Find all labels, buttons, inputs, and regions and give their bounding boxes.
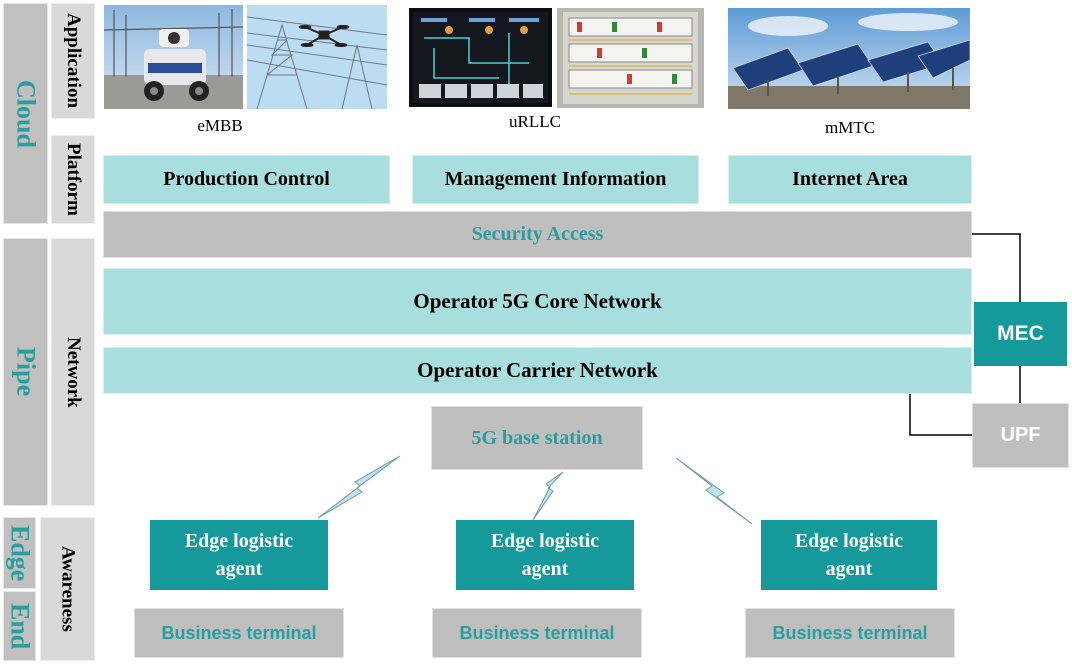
- carrier-to-upf-line: [909, 394, 972, 436]
- base-station-box: 5G base station: [431, 406, 643, 470]
- photo-solar-panels: [728, 8, 970, 109]
- sublayer-awareness-label: Awareness: [57, 546, 79, 632]
- edge-agent-right: Edge logistic agent: [761, 520, 937, 590]
- business-terminal-center-label: Business terminal: [459, 622, 615, 643]
- core-network-label: Operator 5G Core Network: [413, 289, 662, 313]
- mec-label: MEC: [997, 322, 1044, 345]
- internet-area-label: Internet Area: [792, 168, 908, 190]
- layer-end-label: End: [5, 602, 35, 650]
- base-station-label: 5G base station: [471, 426, 603, 449]
- security-to-mec-line: [972, 233, 1021, 302]
- business-terminal-right-label: Business terminal: [772, 622, 928, 643]
- layer-cloud: Cloud: [3, 3, 48, 224]
- carrier-network-label: Operator Carrier Network: [417, 358, 658, 382]
- edge-agent-left-line1: Edge logistic: [184, 530, 294, 552]
- business-terminal-left-label: Business terminal: [161, 622, 317, 643]
- security-access-label: Security Access: [471, 223, 604, 245]
- sublayer-platform-label: Platform: [63, 143, 84, 216]
- lightning-right-icon: [675, 457, 753, 525]
- edge-agent-right-line2: agent: [825, 558, 873, 580]
- edge-agent-right-line1: Edge logistic: [794, 530, 904, 552]
- sublayer-platform: Platform: [51, 135, 95, 224]
- caption-embb: eMBB: [197, 116, 243, 135]
- business-terminal-left: Business terminal: [134, 608, 344, 658]
- upf-label: UPF: [1000, 424, 1041, 446]
- edge-agent-left-line2: agent: [215, 558, 263, 580]
- management-information-box: Management Information: [412, 155, 699, 204]
- edge-agent-center-line1: Edge logistic: [490, 530, 600, 552]
- layer-edge: Edge: [3, 517, 36, 589]
- lightning-left-icon: [317, 455, 401, 519]
- sublayer-awareness: Awareness: [40, 517, 95, 661]
- business-terminal-right: Business terminal: [745, 608, 955, 658]
- edge-agent-left: Edge logistic agent: [150, 520, 328, 590]
- photo-drone-power-line: [247, 5, 387, 109]
- layer-cloud-label: Cloud: [11, 79, 41, 148]
- caption-urllc: uRLLC: [509, 112, 561, 131]
- layer-edge-label: Edge: [5, 524, 35, 582]
- sublayer-network: Network: [51, 238, 95, 506]
- edge-agent-center: Edge logistic agent: [456, 520, 634, 590]
- edge-agent-center-line2: agent: [521, 558, 569, 580]
- production-control-box: Production Control: [103, 155, 390, 204]
- security-access-bar: Security Access: [103, 211, 972, 258]
- caption-mmtc: mMTC: [824, 118, 876, 137]
- sublayer-network-label: Network: [63, 336, 84, 408]
- production-control-label: Production Control: [163, 168, 330, 190]
- photo-inspection-robot: [104, 5, 243, 109]
- carrier-network-bar: Operator Carrier Network: [103, 347, 972, 394]
- sublayer-application: Application: [51, 3, 95, 119]
- layer-pipe: Pipe: [3, 238, 48, 506]
- layer-pipe-label: Pipe: [11, 347, 41, 397]
- lightning-center-icon: [532, 471, 564, 521]
- core-network-bar: Operator 5G Core Network: [103, 268, 972, 335]
- internet-area-box: Internet Area: [728, 155, 972, 204]
- layer-end: End: [3, 591, 36, 661]
- photo-electrical-cabinet: [557, 8, 704, 108]
- business-terminal-center: Business terminal: [432, 608, 642, 658]
- sublayer-application-label: Application: [63, 13, 84, 109]
- management-information-label: Management Information: [444, 168, 667, 190]
- photo-control-screen: [409, 8, 552, 107]
- upf-box: UPF: [972, 403, 1069, 468]
- mec-box: MEC: [974, 302, 1067, 366]
